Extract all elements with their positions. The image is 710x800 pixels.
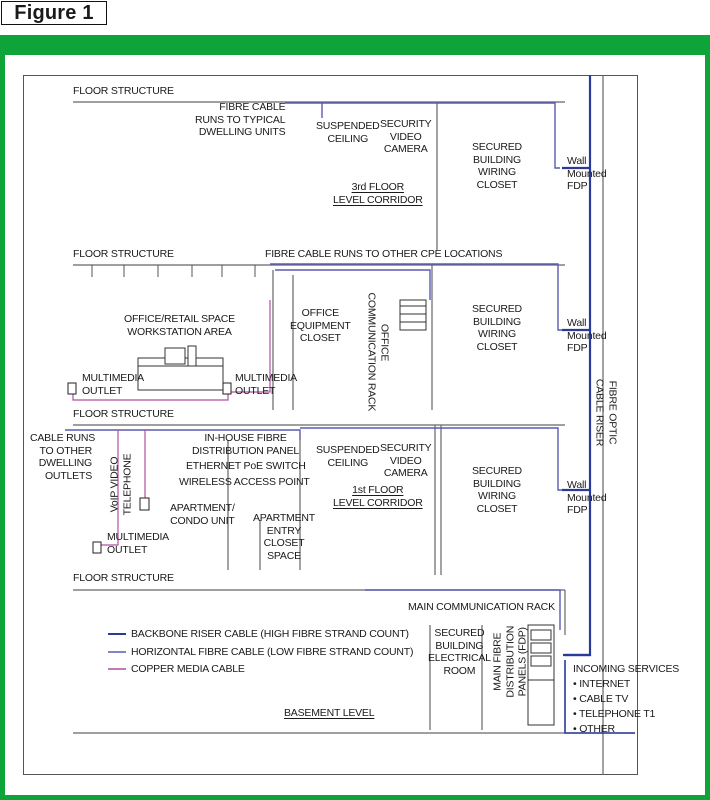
workstation-desk [137,345,224,391]
main-fibre [365,589,561,630]
susp-ceiling-mid-label: SUSPENDED CEILING [316,444,380,469]
incoming-item: • TELEPHONE T1 [573,708,656,720]
outlet-office-right [222,382,232,395]
legend-backbone-label: BACKBONE RISER CABLE (HIGH FIBRE STRAND … [131,628,409,640]
cable-runs-label: CABLE RUNS TO OTHER DWELLING OUTLETS [30,432,96,482]
horizontal-fibre-2 [270,263,562,331]
fibre-cpe-label: FIBRE CABLE RUNS TO OTHER CPE LOCATIONS [265,248,503,260]
incoming-item: • OTHER [573,723,615,735]
copper-office-left [72,390,229,401]
corridor-3-label: 3rd FLOOR LEVEL CORRIDOR [333,181,423,206]
poe-switch-label: ETHERNET PoE SWITCH [186,460,306,472]
outlet-apt [92,541,102,554]
horizontal-fibre-1 [300,427,562,491]
basement-label: BASEMENT LEVEL [284,707,375,719]
wireless-ap-label: WIRELESS ACCESS POINT [179,476,310,488]
horizontal-fibre-apt [65,429,301,440]
security-top-label: SECURITY VIDEO CAMERA [380,118,432,155]
incoming-line [564,660,635,734]
apartment-unit-label: APARTMENT/ CONDO UNIT [170,502,235,527]
incoming-item: • CABLE TV [573,693,629,705]
fibre-dwelling-label: FIBRE CABLE RUNS TO TYPICAL DWELLING UNI… [195,101,286,138]
voip-phone [139,497,150,511]
wall-fdp-1-label: Wall Mounted FDP [567,479,607,516]
horizontal-fibre-office [275,269,431,300]
horizontal-fibre-3 [285,102,560,169]
diagram-panel [23,75,638,775]
mm-outlet-left-label: MULTIMEDIA OUTLET [82,372,144,397]
closet-2-label: SECURED BUILDING WIRING CLOSET [472,303,522,353]
figure-label: Figure 1 [1,1,107,25]
legend-copper-label: COPPER MEDIA CABLE [131,663,245,675]
riser-label: FIBRE OPTIC CABLE RISER [594,378,619,447]
mm-outlet-right-label: MULTIMEDIA OUTLET [235,372,297,397]
main-rack-icon [527,624,555,726]
floor-label-1: FLOOR STRUCTURE [73,408,174,420]
office-equip-label: OFFICE EQUIPMENT CLOSET [290,307,351,344]
mm-outlet-apt-label: MULTIMEDIA OUTLET [107,531,169,556]
legend-horizontal-label: HORIZONTAL FIBRE CABLE (LOW FIBRE STRAND… [131,646,414,658]
incoming-label: INCOMING SERVICES [573,663,680,675]
electrical-room-label: SECURED BUILDING ELECTRICAL ROOM [428,627,491,677]
office-rack-icon [399,299,427,331]
floor-label-2: FLOOR STRUCTURE [73,248,174,260]
floor-label-0: FLOOR STRUCTURE [73,572,174,584]
apartment-closet-label: APARTMENT ENTRY CLOSET SPACE [253,512,315,562]
copper-apt-outlet [98,430,119,546]
copper-office [228,300,271,393]
incoming-item: • INTERNET [573,678,631,690]
inhouse-panel-label: IN-HOUSE FIBRE DISTRIBUTION PANEL [192,432,300,457]
closet-1-label: SECURED BUILDING WIRING CLOSET [472,465,522,515]
voip-label: VoIP VIDEO TELEPHONE [108,453,134,516]
closet-3-label: SECURED BUILDING WIRING CLOSET [472,141,522,191]
wall-fdp-2-label: Wall Mounted FDP [567,317,607,354]
security-mid-label: SECURITY VIDEO CAMERA [380,442,432,479]
wall-fdp-3-label: Wall Mounted FDP [567,155,607,192]
floor-label-top: FLOOR STRUCTURE [73,85,174,97]
office-space-label: OFFICE/RETAIL SPACE WORKSTATION AREA [124,313,235,338]
corridor-1-label: 1st FLOOR LEVEL CORRIDOR [333,484,423,509]
susp-ceiling-top-label: SUSPENDED CEILING [316,120,380,145]
outlet-office-left [67,382,77,395]
office-rack-label: OFFICE COMMUNICATION RACK [366,292,391,412]
main-fdp-label: MAIN FIBRE DISTRIBUTION PANELS (FDP) [491,625,529,698]
main-rack-label: MAIN COMMUNICATION RACK [408,601,555,613]
